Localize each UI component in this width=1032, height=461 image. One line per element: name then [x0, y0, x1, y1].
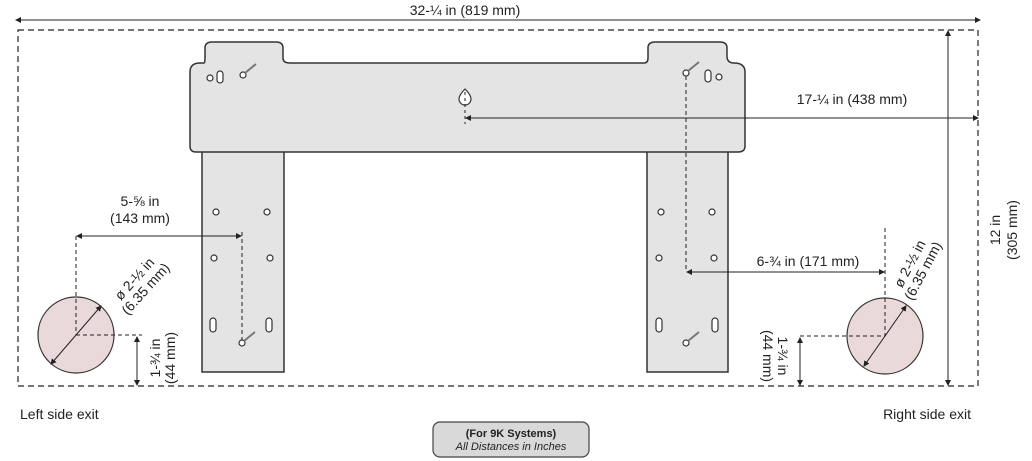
height-label-mm: (305 mm): [1004, 200, 1020, 260]
bracket-holes: [206, 69, 723, 347]
screw-icon: [243, 61, 700, 342]
left-offset-mm: (143 mm): [110, 210, 170, 226]
left-offset-in: 5-⅝ in: [121, 193, 160, 209]
right-exit-height-mm: (44 mm): [760, 330, 776, 382]
height-label-in: 12 in: [987, 215, 1003, 245]
right-offset-label: 6-¾ in (171 mm): [757, 253, 860, 269]
right-exit-label: Right side exit: [883, 406, 971, 422]
left-exit-height-in: 1-¾ in: [147, 339, 163, 378]
note-line-2: All Distances in Inches: [455, 441, 567, 453]
right-exit-height-in: 1-¾ in: [775, 337, 791, 376]
overall-width-label: 32-¼ in (819 mm): [410, 2, 520, 18]
note-line-1: (For 9K Systems): [466, 428, 557, 440]
footprint-boundary: [17, 29, 979, 387]
keyhole-offset-label: 17-¼ in (438 mm): [797, 91, 907, 107]
note-badge: [432, 421, 590, 458]
left-exit-height-mm: (44 mm): [162, 332, 178, 384]
left-exit-label: Left side exit: [20, 406, 99, 422]
